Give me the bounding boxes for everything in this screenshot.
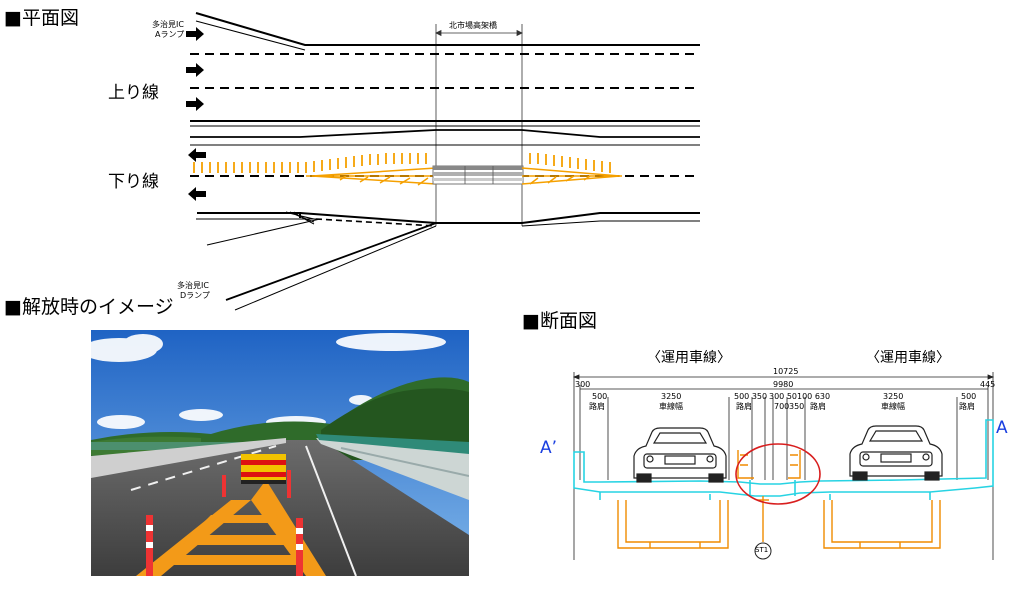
- lane-label-left: 〈運用車線〉: [647, 350, 731, 366]
- photo-heading: ■解放時のイメージ: [4, 296, 174, 318]
- crash-cushion: [241, 454, 286, 484]
- dim-center-left: 500 350: [734, 392, 768, 401]
- ramp-d-label-line2: Dランプ: [180, 291, 210, 300]
- dim-right-shoulder: 500: [961, 392, 977, 401]
- lower-lane-label: 下り線: [108, 172, 159, 192]
- label-center-right: 路肩: [810, 402, 826, 411]
- dim-right-lane: 3250: [883, 392, 904, 401]
- label-right-lane: 車線幅: [881, 402, 905, 411]
- dim-left-lane: 3250: [661, 392, 682, 401]
- delineator-posts: [146, 470, 303, 576]
- label-left-shoulder: 路肩: [589, 402, 605, 411]
- section-heading: ■断面図: [522, 310, 597, 332]
- bridge-label: 北市場高架橋: [449, 21, 497, 30]
- center-pier: [754, 496, 772, 560]
- photo-illustration: [91, 330, 469, 576]
- bridge-deck: [573, 419, 994, 500]
- bridge-extent-markers: [435, 24, 523, 226]
- piers: [617, 450, 941, 549]
- cone-row-right: [529, 153, 611, 173]
- dim-inner: 9980: [773, 380, 794, 389]
- released-condition-photo: [91, 330, 469, 576]
- label-left-lane: 車線幅: [659, 402, 683, 411]
- car-icon-left: [633, 427, 727, 483]
- label-right-shoulder: 路肩: [959, 402, 975, 411]
- highlight-circle: [735, 443, 821, 505]
- marker-a-prime: A’: [540, 438, 558, 458]
- taper-lines-left: [306, 167, 437, 186]
- ramp-d-label-line1: 多治見IC: [177, 281, 209, 290]
- dim-left-shoulder: 500: [592, 392, 608, 401]
- ramp-a-label-line2: Aランプ: [155, 30, 185, 39]
- orange-zebra-marking: [136, 480, 326, 576]
- pier-tag: ST1: [755, 546, 769, 554]
- car-icon-right: [849, 425, 943, 481]
- barrier-block-on-bridge: [432, 165, 524, 185]
- taper-lines-right: [521, 167, 622, 185]
- ramp-a-label-line1: 多治見IC: [152, 20, 184, 29]
- traffic-arrows: [186, 27, 206, 201]
- dim-center-mid: 300 50: [769, 392, 797, 401]
- dim-total: 10725: [773, 367, 799, 376]
- lane-markings: [130, 445, 357, 576]
- dim-under-mid: 700: [774, 402, 790, 411]
- dim-center-right: 100 630: [797, 392, 831, 401]
- label-center-left: 路肩: [736, 402, 752, 411]
- plan-heading: ■平面図: [4, 7, 79, 29]
- dim-left-edge: 300: [575, 380, 591, 389]
- marker-a: A: [996, 418, 1008, 438]
- lane-label-right: 〈運用車線〉: [866, 350, 950, 366]
- dim-right-edge: 445: [980, 380, 996, 389]
- upper-lane-label: 上り線: [108, 83, 159, 103]
- dim-under-right: 350: [789, 402, 805, 411]
- median: [190, 129, 700, 146]
- cone-row-left: [193, 153, 427, 173]
- upper-carriageway: [190, 12, 700, 127]
